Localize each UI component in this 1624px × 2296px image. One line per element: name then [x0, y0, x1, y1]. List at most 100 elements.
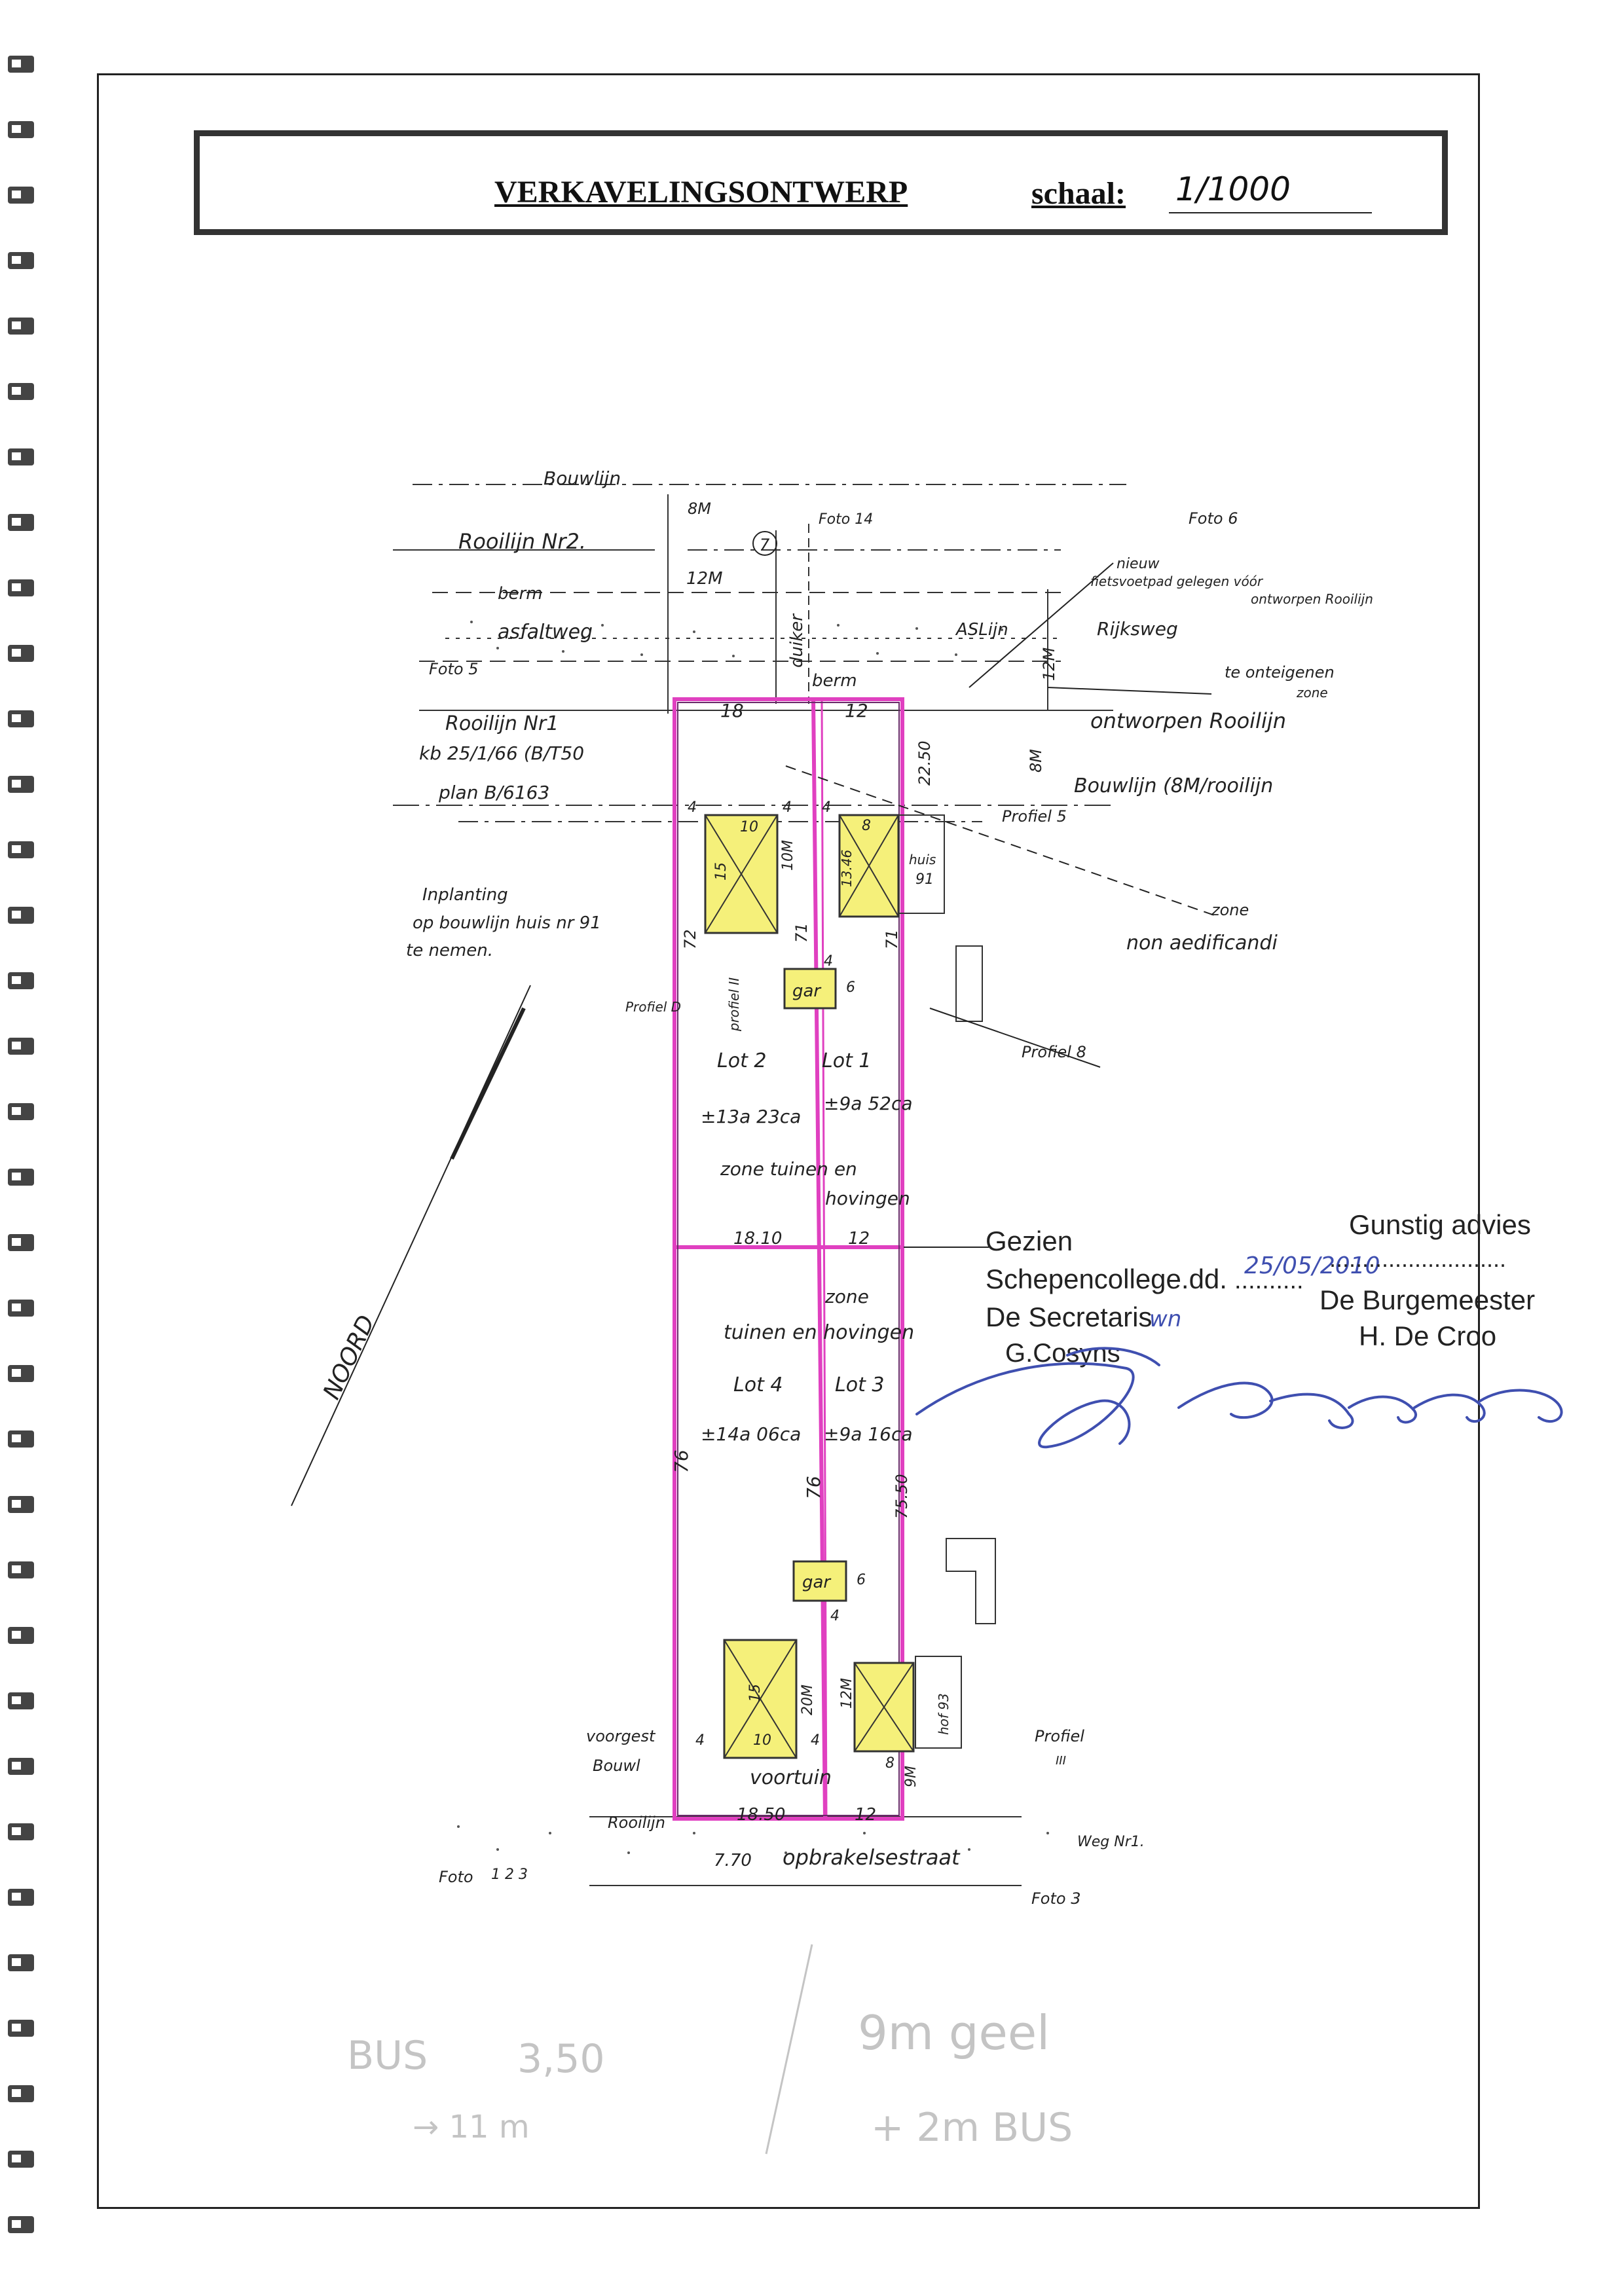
signature [915, 1347, 1563, 1449]
label-plan: plan B/6163 [438, 782, 549, 803]
binding-hole [12, 518, 21, 526]
label-dim-72: 72 [681, 929, 699, 949]
title-block: VERKAVELINGSONTWERP schaal: 1/1000 [194, 130, 1448, 235]
label-dim-7-70: 7.70 [714, 1851, 752, 1870]
label-berm-bottom: berm [812, 671, 857, 691]
stamp-wn: wn [1149, 1306, 1181, 1332]
top-lines [393, 484, 1126, 822]
label-zone-tuinen-b2: tuinen en hovingen [724, 1321, 914, 1344]
label-noord: NOORD [318, 1311, 380, 1404]
binding-hole [12, 583, 21, 591]
label-dim-10-bottom: 10 [753, 1732, 771, 1749]
binding-hole [12, 452, 21, 460]
binding-hole [12, 780, 21, 788]
label-dim-4-b: 4 [783, 799, 792, 816]
label-lot-4: Lot 4 [733, 1374, 783, 1396]
pencil-bus: BUS [347, 2033, 428, 2079]
label-dim-18-50: 18.50 [737, 1805, 785, 1825]
label-dim-15-bottom: 15 [747, 1684, 764, 1702]
label-zone-non: zone [1211, 901, 1249, 919]
stamp-advies-dots: ........................... [1329, 1245, 1506, 1272]
label-foto-bottom-left: Foto [439, 1868, 473, 1886]
label-voortuin: voortuin [750, 1766, 832, 1789]
binding-hole [12, 1958, 21, 1966]
binding-hole [12, 1369, 21, 1377]
binding-hole [12, 911, 21, 919]
label-dim-4-a: 4 [688, 799, 697, 816]
label-dim-4-bottom-a: 4 [695, 1732, 705, 1749]
label-dim-12-bottom: 12 [855, 1805, 876, 1825]
label-profiel-ii: profiel II [726, 977, 742, 1032]
label-8m-top: 8M [688, 500, 711, 518]
stamp-burgemeester: De Burgemeester [1320, 1285, 1535, 1315]
label-rooilijn-2: Rooilijn Nr2. [458, 529, 586, 554]
binding-hole [12, 976, 21, 984]
label-te-onteigenen: te onteigenen [1225, 663, 1335, 682]
binding-hole [12, 2220, 21, 2228]
stamp-secretaris: De Secretaris [986, 1302, 1152, 1332]
label-dim-13-46: 13.46 [839, 850, 855, 887]
binding-hole [12, 845, 21, 853]
circle-7 [752, 531, 777, 556]
label-dim-12m-house: 12M [839, 1678, 855, 1709]
label-dim-18-10: 18.10 [733, 1229, 782, 1248]
plan-labels: Bouwlijn 8M Rooilijn Nr2. berm 12M asfal… [318, 467, 1373, 1908]
binding-hole [12, 1500, 21, 1508]
page-frame [97, 73, 1480, 2209]
label-profiel-iii: Profiel [1035, 1727, 1084, 1745]
binding-hole [12, 1434, 21, 1442]
label-dim-12-mid: 12 [848, 1229, 870, 1248]
label-lot-2: Lot 2 [717, 1049, 766, 1072]
binding-hole [12, 1238, 21, 1246]
road-texture [457, 621, 1049, 1854]
label-rijksweg: Rijksweg [1097, 618, 1178, 640]
annotation-lines [291, 562, 1219, 1506]
label-foto-14: Foto 14 [819, 511, 873, 528]
label-asfaltweg: asfaltweg [498, 621, 593, 644]
label-dim-15-top: 15 [713, 862, 729, 881]
stamp-croo: H. De Croo [1359, 1321, 1496, 1351]
label-foto-bottom-nums: 1 2 3 [491, 1867, 528, 1883]
label-huis-nr: 91 [915, 871, 934, 888]
label-inplanting-1: Inplanting [422, 885, 508, 905]
label-profiel-iii-n: III [1056, 1754, 1066, 1768]
label-dim-8-bottom: 8 [885, 1755, 895, 1772]
pencil-bus-2: + 2m BUS [871, 2105, 1073, 2151]
label-lot-3: Lot 3 [835, 1374, 884, 1396]
label-ontworpen-rooilijn: ontworpen Rooilijn [1090, 708, 1286, 733]
lot-outlines [673, 697, 904, 1821]
scale-label: schaal: [1031, 176, 1126, 211]
label-aslijn: ASLijn [955, 620, 1008, 640]
label-inplanting-2: op bouwlijn huis nr 91 [413, 913, 601, 933]
binding-hole [12, 1303, 21, 1311]
spiral-binding [8, 56, 34, 2233]
label-area-lot4: ±14a 06ca [701, 1423, 801, 1445]
label-profiel-5: Profiel 5 [1002, 807, 1067, 826]
label-dim-4-gar-top: 4 [824, 953, 833, 970]
label-dim-8-top: 8 [862, 818, 871, 834]
label-zone-te: zone [1296, 685, 1328, 701]
binding-hole [12, 256, 21, 264]
scale-value: 1/1000 [1175, 170, 1291, 208]
label-zone-tuinen-b1: zone [824, 1286, 869, 1307]
label-zone-tuinen-1: zone tuinen en [720, 1158, 857, 1180]
label-area-lot1-top: ±9a 52ca [824, 1093, 913, 1114]
label-voorgest-1: voorgest [586, 1727, 656, 1745]
label-dim-9m: 9M [903, 1766, 919, 1787]
binding-hole [12, 1893, 21, 1901]
scale-underline [1169, 212, 1372, 213]
binding-hole [12, 1827, 21, 1835]
binding-hole [12, 60, 21, 67]
binding-hole [12, 125, 21, 133]
label-berm-top: berm [498, 584, 543, 604]
label-dim-76-left: 76 [671, 1449, 692, 1473]
label-dim-71-left: 71 [792, 922, 811, 943]
buildings [704, 814, 996, 1759]
label-lot-1-top: Lot 1 [822, 1049, 871, 1072]
lot-inner-lines [677, 702, 900, 1816]
binding-hole [12, 1696, 21, 1704]
label-22-50: 22.50 [915, 740, 934, 786]
pencil-arrow: → 11 m [413, 2109, 530, 2145]
stamp-date-dots: .......... [1234, 1267, 1304, 1294]
pencil-line [765, 1944, 813, 2155]
